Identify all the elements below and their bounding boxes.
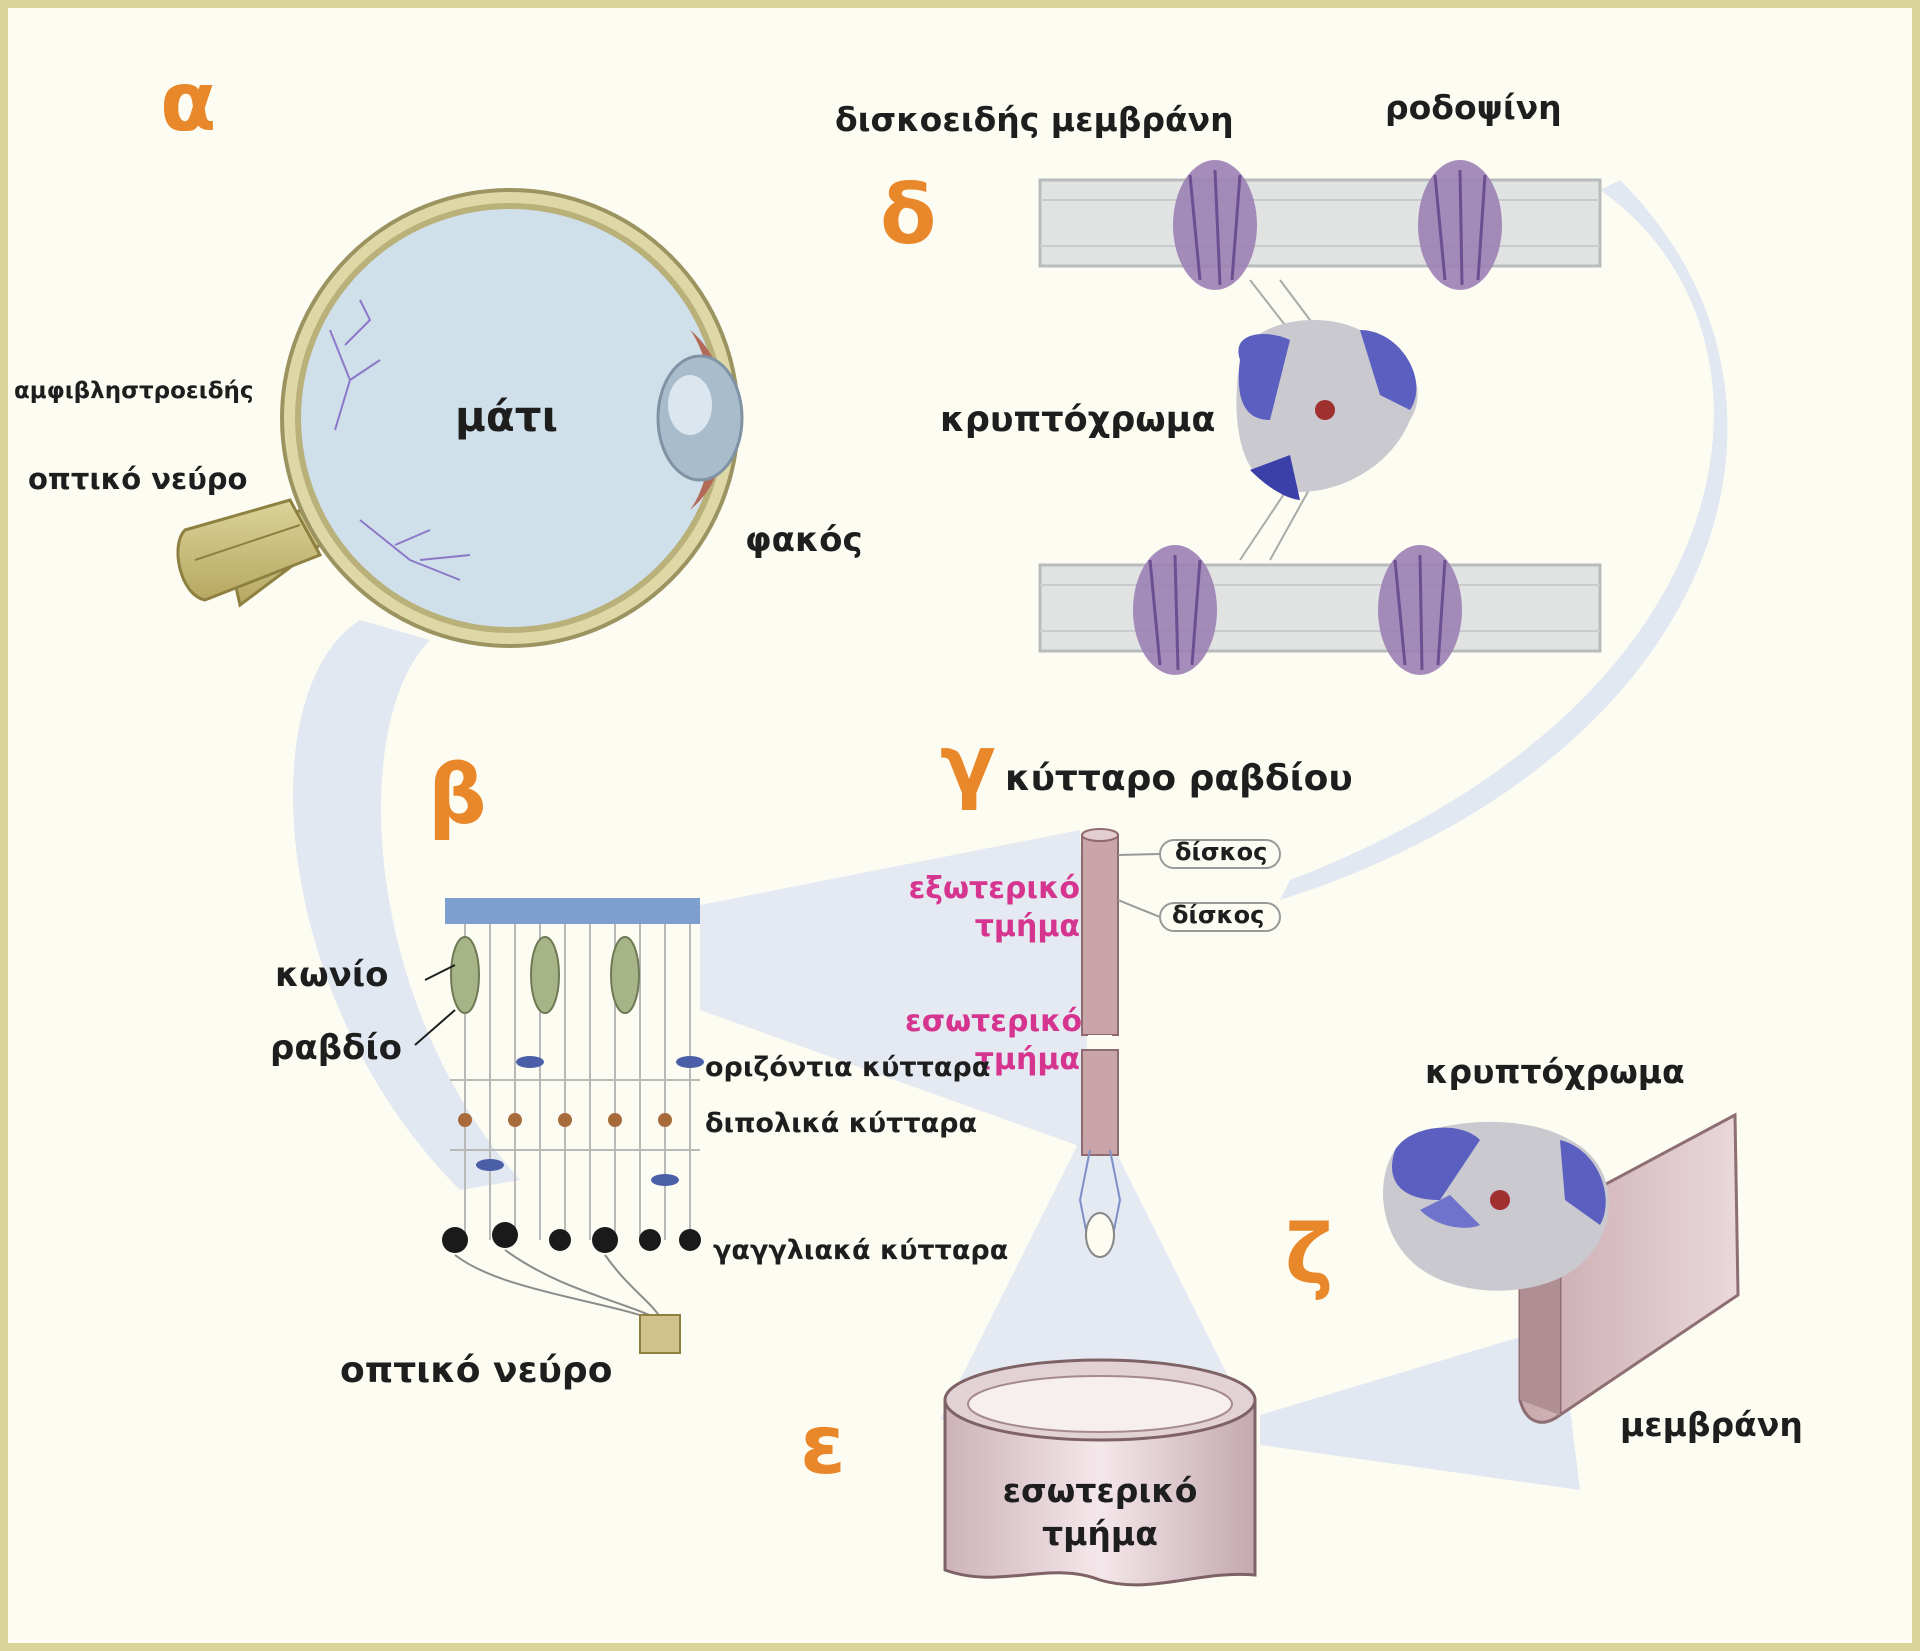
inner-segment-cylinder-line1: εσωτερικό <box>1002 1471 1198 1510</box>
inner-segment-cylinder-label: εσωτερικό τμήμα <box>1000 1470 1200 1556</box>
cryptochrome-bottom-protein <box>1383 1121 1609 1291</box>
rhodopsin-label: ροδοψίνη <box>1385 88 1562 127</box>
cone-label: κωνίο <box>275 955 389 995</box>
panel-label-e: ε <box>800 1398 846 1493</box>
pigment-layer <box>445 898 700 924</box>
panel-label-a: α <box>160 55 217 150</box>
cryptochrome-bottom-label: κρυπτόχρωμα <box>1425 1052 1685 1091</box>
retinal-vessels <box>329 299 381 431</box>
optic-nerve-retina-label: οπτικό νεύρο <box>340 1350 613 1391</box>
retina-choroid-label: αμφιβληστροειδής <box>14 378 254 404</box>
optic-nerve-bundle <box>639 1314 681 1354</box>
outer-segment-line1: εξωτερικό <box>908 871 1080 906</box>
ganglion-cells <box>442 1222 701 1253</box>
disc-label-2: δίσκος <box>1172 901 1265 929</box>
bipolar-cells <box>458 1113 672 1127</box>
eye-label: μάτι <box>455 392 558 441</box>
retina-illustration <box>414 898 704 1354</box>
rod-cell-label: κύτταρο ραβδίου <box>1005 758 1353 799</box>
inner-segment-label: εσωτερικό τμήμα <box>905 1003 1083 1078</box>
panel-label-c: γ <box>940 718 996 813</box>
band-segment-to-membrane <box>1260 1325 1580 1490</box>
cryptochrome-top-protein <box>1236 320 1418 500</box>
rod-cell-illustration <box>1078 828 1281 1258</box>
panel-label-z: ζ <box>1285 1208 1334 1303</box>
horizontal-cells <box>476 1056 704 1186</box>
cone-cells <box>450 936 640 1014</box>
outer-segment-line2: τμήμα <box>974 908 1080 944</box>
disc-label-1: δίσκος <box>1175 838 1268 866</box>
panel-label-d: δ <box>880 168 937 263</box>
inner-segment-cylinder <box>943 1358 1257 1587</box>
outer-segment <box>1081 834 1119 1036</box>
cryptochrome-top-label: κρυπτόχρωμα <box>940 400 1216 440</box>
lens-label: φακός <box>745 520 863 560</box>
panel-label-b: β <box>428 748 487 843</box>
membrane-label: μεμβράνη <box>1620 1405 1803 1444</box>
inner-segment <box>1081 1049 1119 1156</box>
bipolar-cells-label: διπολικά κύτταρα <box>705 1108 978 1139</box>
horizontal-cells-label: οριζόντια κύτταρα <box>705 1052 991 1083</box>
rod-label: ραβδίο <box>270 1028 402 1068</box>
band-eye-to-retina <box>292 620 520 1190</box>
inner-segment-cylinder-line2: τμήμα <box>1042 1513 1158 1553</box>
ganglion-cells-label: γαγγλιακά κύτταρα <box>713 1235 1009 1266</box>
inner-segment-line1: εσωτερικό <box>905 1004 1083 1039</box>
disc-membranes <box>1038 160 1602 675</box>
eye-illustration <box>176 188 744 648</box>
disc-membrane-label: δισκοειδής μεμβράνη <box>835 100 1234 139</box>
optic-nerve-eye-label: οπτικό νεύρο <box>28 462 248 496</box>
band-rod-to-segment <box>940 1120 1250 1420</box>
band-retina-to-rod <box>700 830 1090 1150</box>
inner-segment-line2: τμήμα <box>974 1041 1080 1077</box>
outer-segment-label: εξωτερικό τμήμα <box>905 870 1080 945</box>
